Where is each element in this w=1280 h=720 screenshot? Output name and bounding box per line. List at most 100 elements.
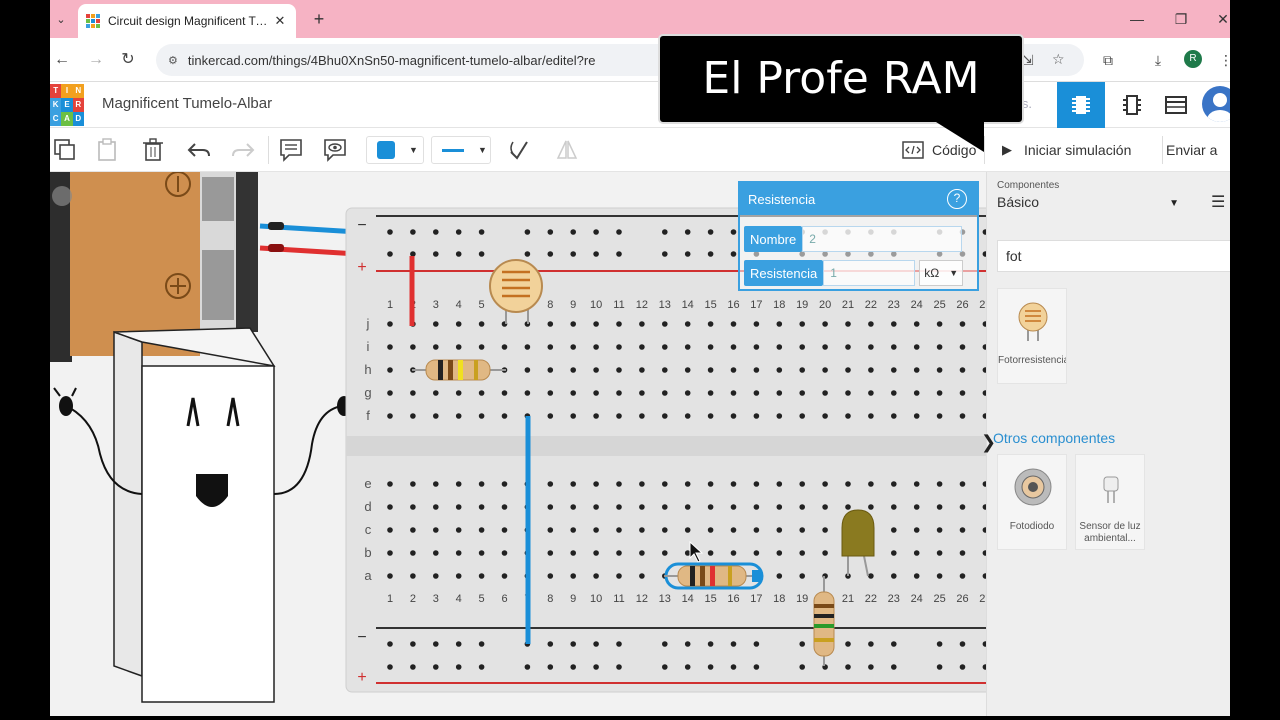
led[interactable] [841, 509, 875, 577]
component-card-label: Fotorresistencia [998, 355, 1066, 366]
breadboard-hole [433, 573, 439, 579]
breadboard-hole [730, 229, 737, 235]
breadboard-hole [936, 481, 943, 487]
components-dropdown[interactable]: Componentes Básico ▼ [997, 180, 1187, 224]
user-avatar[interactable] [1202, 86, 1230, 122]
tab-search-dropdown-icon[interactable]: ⌄ [56, 13, 66, 26]
breadboard-hole [845, 481, 851, 487]
column-number: 24 [911, 299, 923, 311]
delete-icon[interactable] [138, 136, 168, 164]
install-app-icon[interactable]: ⇲ [1022, 52, 1034, 68]
component-list-button[interactable] [1154, 82, 1198, 128]
breadboard-hole [410, 390, 416, 396]
breadboard-hole [387, 413, 393, 419]
notes-icon[interactable] [276, 136, 306, 164]
breadboard-hole [616, 504, 622, 510]
toggle-notes-visibility-icon[interactable] [320, 136, 350, 164]
browser-toolbar: ← → ↻ ⚙ tinkercad.com/things/4Bhu0XnSn50… [50, 38, 1230, 82]
breadboard-hole [982, 321, 986, 327]
browser-tab[interactable]: Circuit design Magnificent Tumelo-Albar … [78, 4, 296, 38]
download-icon[interactable]: ⤓ [1154, 52, 1162, 68]
rail-minus-label: − [357, 629, 366, 646]
column-number: 3 [433, 593, 439, 605]
breadboard-hole [891, 504, 897, 510]
breadboard-hole [684, 641, 691, 647]
list-view-icon[interactable]: ☰ [1211, 194, 1226, 211]
photoresistor[interactable] [489, 259, 543, 324]
unit-select[interactable]: kΩ ▼ [919, 260, 964, 286]
resistor-selected[interactable] [664, 562, 764, 590]
forward-icon[interactable]: → [88, 51, 104, 68]
column-number: 22 [865, 593, 877, 605]
flip-icon[interactable] [552, 136, 582, 164]
new-tab-button[interactable]: + [313, 9, 325, 29]
breadboard-hole [868, 390, 874, 396]
breadboard[interactable]: −+−+112233445566778899101011111212131314… [345, 207, 986, 693]
breadboard-hole [593, 229, 599, 235]
component-card-ambient-light-sensor[interactable]: Sensor de luz ambiental... [1075, 454, 1145, 550]
breadboard-hole [959, 527, 966, 533]
breadboard-hole [822, 390, 828, 396]
design-title[interactable]: Magnificent Tumelo-Albar [102, 95, 273, 112]
logo-letter: T [50, 84, 62, 98]
resistor-top[interactable] [412, 359, 506, 381]
other-components-title[interactable]: Otros componentes [993, 430, 1116, 446]
rotate-wire-icon[interactable] [504, 136, 534, 164]
column-number: 15 [704, 299, 716, 311]
breadboard-hole [547, 550, 554, 556]
battery[interactable] [50, 172, 258, 362]
column-number: 14 [682, 593, 694, 605]
site-info-icon[interactable]: ⚙ [168, 54, 178, 67]
resistance-input[interactable]: 1 [823, 260, 916, 286]
component-inspector[interactable]: Resistencia ? Nombre 2 Resistencia 1 kΩ … [738, 181, 979, 291]
back-icon[interactable]: ← [54, 51, 70, 68]
column-number: 27 [979, 299, 986, 311]
schematic-view-button[interactable] [1110, 82, 1154, 128]
component-card-photoresistor[interactable]: Fotorresistencia [997, 288, 1067, 384]
breadboard-hole [753, 413, 760, 419]
send-to-button[interactable]: Enviar a [1166, 136, 1217, 164]
collapse-panel-icon[interactable]: ❯ [981, 432, 997, 452]
name-input[interactable]: 2 [802, 226, 963, 252]
undo-icon[interactable] [184, 136, 214, 164]
help-icon[interactable]: ? [947, 189, 967, 209]
wire-style-picker[interactable]: ▼ [431, 136, 491, 164]
breadboard-hole [913, 390, 920, 396]
tab-close-icon[interactable]: ✕ [274, 13, 286, 28]
breadboard-hole [730, 413, 737, 419]
extensions-icon[interactable]: ⧉ [1103, 52, 1113, 68]
url-text: tinkercad.com/things/4Bhu0XnSn50-magnifi… [187, 52, 596, 68]
browser-profile-avatar[interactable]: R [1184, 50, 1202, 68]
bookmark-star-icon[interactable]: ☆ [1052, 51, 1065, 67]
wire-color-picker[interactable]: ▼ [366, 136, 424, 164]
workspace-canvas[interactable]: −+−+112233445566778899101011111212131314… [50, 172, 986, 716]
column-number: 10 [590, 299, 602, 311]
minimize-icon[interactable]: — [1130, 11, 1144, 27]
reload-icon[interactable]: ↻ [121, 51, 135, 68]
component-card-photodiode[interactable]: Fotodiodo [997, 454, 1067, 550]
component-search-input[interactable]: fot [997, 240, 1230, 272]
window-close-icon[interactable]: ✕ [1217, 11, 1229, 27]
copy-icon[interactable] [50, 136, 80, 164]
browser-menu-icon[interactable]: ⋮ [1219, 52, 1230, 68]
breadboard-hole [593, 321, 599, 327]
breadboard-hole [455, 664, 462, 670]
breadboard-hole [410, 504, 416, 510]
breadboard-hole [524, 664, 531, 670]
breadboard-hole [387, 321, 393, 327]
paste-icon[interactable] [92, 136, 122, 164]
resistor-vertical[interactable] [813, 576, 835, 666]
unit-value: kΩ [924, 266, 940, 280]
breadboard-hole [776, 367, 783, 373]
breadboard-hole [410, 413, 416, 419]
breadboard-hole [684, 413, 691, 419]
column-number: 4 [456, 299, 462, 311]
redo-icon[interactable] [228, 136, 258, 164]
circuit-view-button[interactable] [1057, 82, 1105, 128]
start-simulation-button[interactable]: ▶ Iniciar simulación [1002, 136, 1131, 164]
column-number: 18 [773, 593, 785, 605]
breadboard-hole [547, 390, 554, 396]
restore-icon[interactable]: ❐ [1174, 11, 1188, 27]
logo-letter: A [61, 112, 73, 126]
